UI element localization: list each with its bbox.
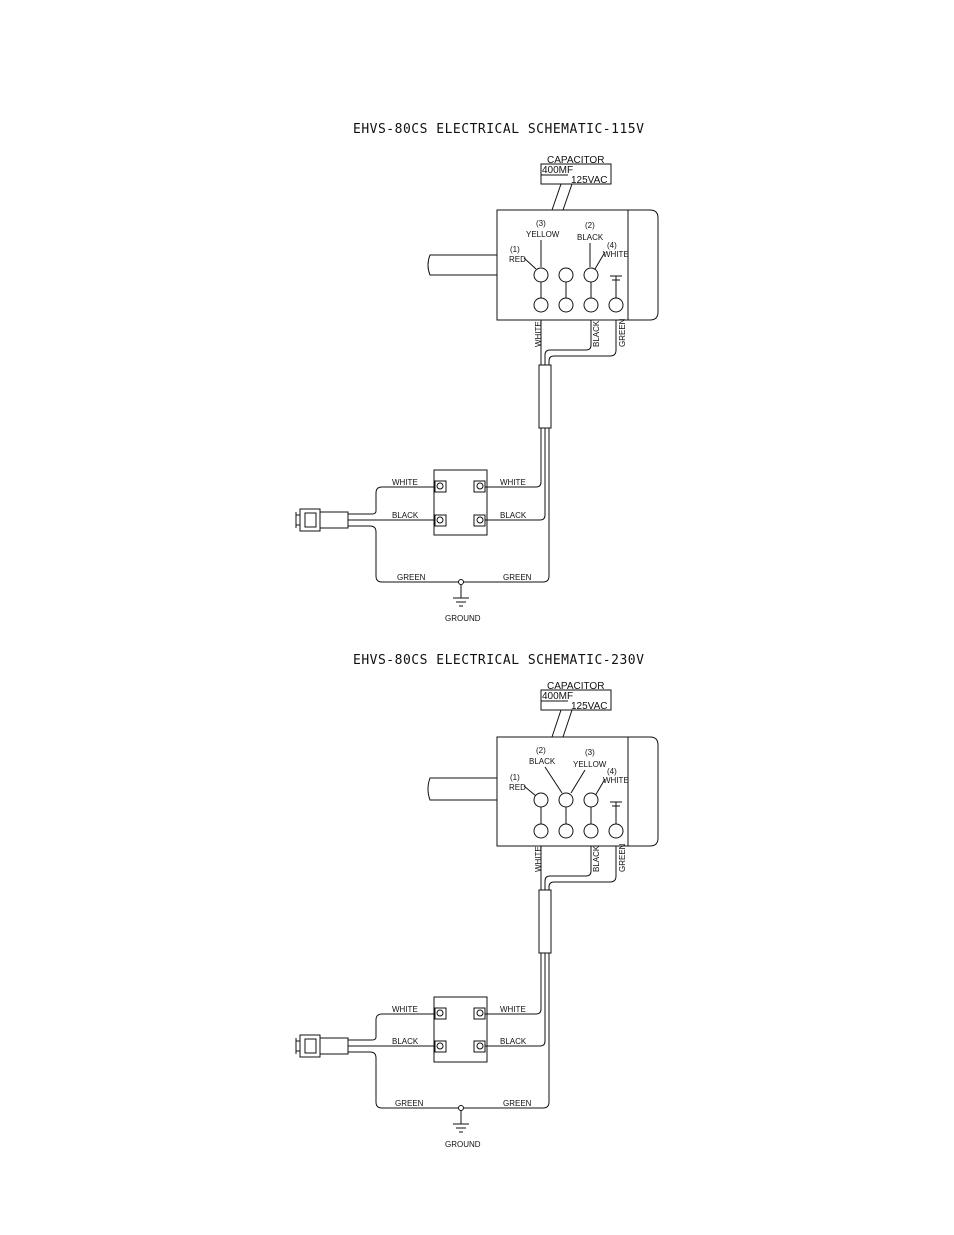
terminal-4-num: (4) xyxy=(607,767,617,776)
wire-white-right: WHITE xyxy=(500,478,526,487)
wire-black-right: BLACK xyxy=(500,1037,527,1046)
lead-black-label: BLACK xyxy=(592,320,601,347)
terminal-2-color: BLACK xyxy=(529,757,556,766)
cable-sleeve xyxy=(538,889,552,954)
capacitor-rating-vac: 125VAC xyxy=(571,701,608,712)
capacitor-label: CAPACITOR xyxy=(547,681,604,692)
capacitor-rating-mf: 400MF xyxy=(542,165,573,176)
diagram-title: EHVS-80CS ELECTRICAL SCHEMATIC-115V xyxy=(353,122,644,137)
diagram-title: EHVS-80CS ELECTRICAL SCHEMATIC-230V xyxy=(353,653,644,668)
capacitor-box xyxy=(540,163,612,185)
motor-shaft xyxy=(427,777,498,801)
terminal-3-num: (3) xyxy=(585,748,595,757)
terminal-1-num: (1) xyxy=(510,773,520,782)
wire-black-left: BLACK xyxy=(392,1037,419,1046)
wiring: WHITE WHITE BLACK BLACK GREEN GREEN xyxy=(348,478,550,583)
terminal-2-num: (2) xyxy=(585,221,595,230)
schematic-115v: EHVS-80CS ELECTRICAL SCHEMATIC-115V CAPA… xyxy=(295,122,659,623)
schematic-230v: EHVS-80CS ELECTRICAL SCHEMATIC-230V CAPA… xyxy=(295,653,659,1149)
terminal-block: (2) BLACK (3) YELLOW (1) RED (4) WHITE xyxy=(509,746,629,839)
terminal-3-color: YELLOW xyxy=(573,760,607,769)
ground-symbol: GROUND xyxy=(445,579,481,623)
wire-green-right: GREEN xyxy=(503,1099,532,1108)
lead-white-label: WHITE xyxy=(534,846,543,872)
lead-green-label: GREEN xyxy=(618,843,627,872)
wire-green-right: GREEN xyxy=(503,573,532,582)
motor-housing xyxy=(496,736,659,847)
wire-green-left: GREEN xyxy=(395,1099,424,1108)
motor xyxy=(427,736,659,847)
switch xyxy=(433,996,488,1063)
ground-label: GROUND xyxy=(445,614,481,623)
terminal-2-num: (2) xyxy=(536,746,546,755)
wire-white-left: WHITE xyxy=(392,1005,418,1014)
lead-white-label: WHITE xyxy=(534,321,543,347)
ground-label: GROUND xyxy=(445,1140,481,1149)
motor-housing xyxy=(496,209,659,321)
capacitor: CAPACITOR 400MF 125VAC xyxy=(540,681,612,738)
wire-white-left: WHITE xyxy=(392,478,418,487)
terminal-3-color: YELLOW xyxy=(526,230,560,239)
wire-white-right: WHITE xyxy=(500,1005,526,1014)
capacitor-rating-mf: 400MF xyxy=(542,691,573,702)
lead-green-label: GREEN xyxy=(618,318,627,347)
capacitor-label: CAPACITOR xyxy=(547,155,604,166)
cable-sleeve xyxy=(538,364,552,429)
terminal-2-color: BLACK xyxy=(577,233,604,242)
plug xyxy=(295,508,349,532)
switch xyxy=(433,469,488,536)
capacitor: CAPACITOR 400MF 125VAC xyxy=(540,155,612,211)
wire-green-left: GREEN xyxy=(397,573,426,582)
motor-leads: WHITE BLACK GREEN xyxy=(534,843,627,1100)
motor-shaft xyxy=(427,254,498,276)
terminal-block: (3) YELLOW (2) BLACK (1) RED (4) WHITE xyxy=(509,219,629,313)
ground-symbol: GROUND xyxy=(445,1105,481,1149)
lead-black-label: BLACK xyxy=(592,845,601,872)
capacitor-box xyxy=(540,689,612,711)
terminal-4-color: WHITE xyxy=(603,250,629,259)
wiring: WHITE WHITE BLACK BLACK GREEN GREEN xyxy=(348,1005,550,1109)
motor xyxy=(427,209,659,321)
terminal-1-color: RED xyxy=(509,783,526,792)
terminal-1-num: (1) xyxy=(510,245,520,254)
terminal-3-num: (3) xyxy=(536,219,546,228)
wire-black-left: BLACK xyxy=(392,511,419,520)
wire-black-right: BLACK xyxy=(500,511,527,520)
plug xyxy=(295,1034,349,1058)
terminal-4-color: WHITE xyxy=(603,776,629,785)
motor-leads: WHITE BLACK GREEN xyxy=(534,318,627,572)
capacitor-rating-vac: 125VAC xyxy=(571,175,608,186)
terminal-4-num: (4) xyxy=(607,241,617,250)
terminal-1-color: RED xyxy=(509,255,526,264)
